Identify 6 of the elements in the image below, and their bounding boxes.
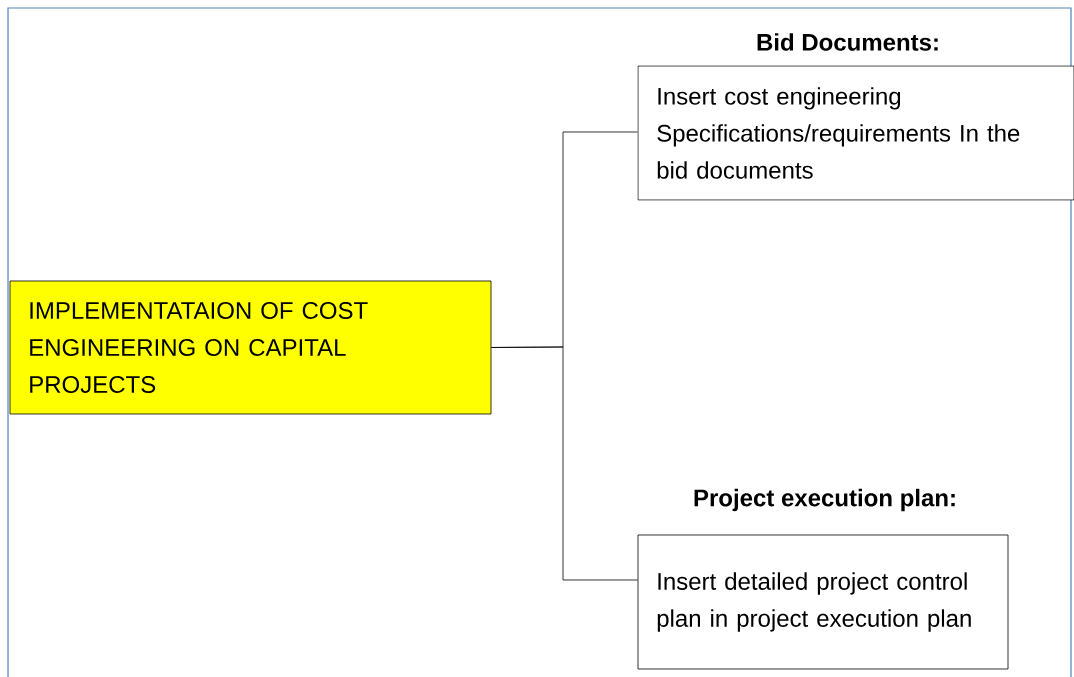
- heading: Bid Documents:: [757, 33, 938, 51]
- text-box: Insert detailed project control plan in project execution plan: [637, 534, 1009, 670]
- heading: Project execution plan:: [694, 488, 955, 512]
- connector-line: [491, 346, 638, 581]
- text-box: Insert cost engineering Specifications/requirements In the bid documents: [637, 65, 1074, 201]
- highlight-box: IMPLEMENTATAION OF COST ENGINEERING ON CAPITAL PROJECTS: [9, 280, 492, 415]
